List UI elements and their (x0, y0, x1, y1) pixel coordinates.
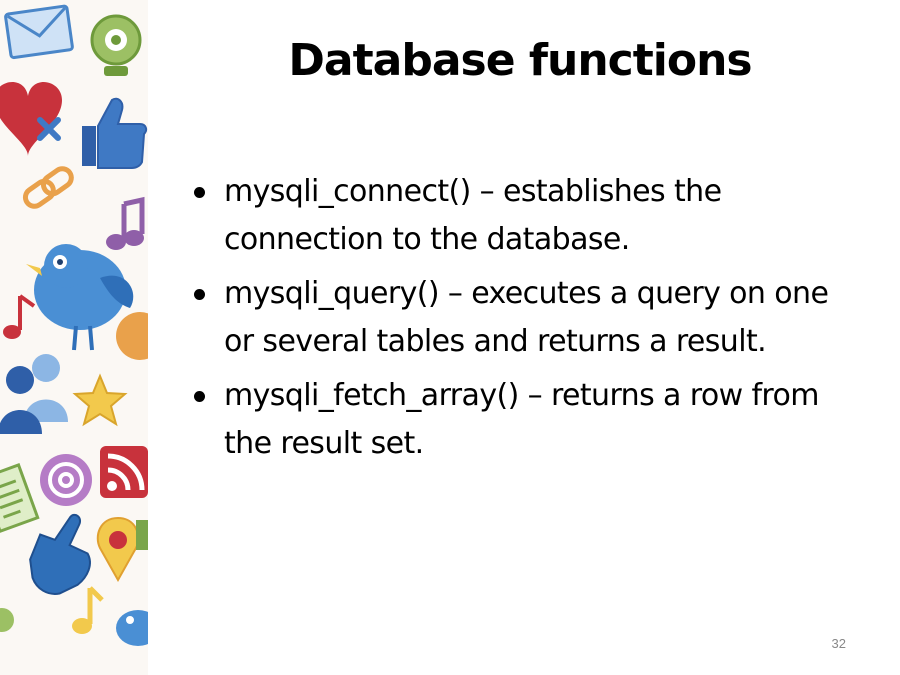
coin-icon (116, 312, 148, 360)
bullet-item: mysqli_fetch_array() – returns a row fro… (188, 372, 838, 468)
chain-link-icon (22, 166, 74, 209)
music-note-icon (106, 196, 145, 250)
rss-icon (100, 446, 148, 498)
bullet-icon (194, 289, 205, 300)
webcam-icon (90, 14, 142, 76)
bird-icon (116, 610, 148, 646)
page-number: 32 (831, 636, 846, 651)
document-icon (0, 463, 40, 534)
bullet-item: mysqli_connect() – establishes the conne… (188, 168, 838, 264)
bullet-item: mysqli_query() – executes a query on one… (188, 270, 838, 366)
music-note-icon (3, 294, 36, 339)
green-tile-decoration (136, 520, 148, 550)
envelope-icon (4, 4, 74, 60)
map-pin-icon (96, 516, 140, 583)
bird-icon (26, 244, 134, 351)
heart-icon (0, 82, 62, 156)
at-sign-icon (40, 454, 92, 506)
user-group-icon (0, 354, 68, 434)
icon-collage (0, 4, 148, 646)
thumbs-up-icon (82, 97, 148, 169)
slide-title: Database functions (288, 35, 752, 86)
decorative-icon-strip (0, 0, 148, 675)
music-note-icon (72, 586, 104, 634)
pointing-hand-icon (29, 513, 91, 595)
bullet-icon (194, 187, 205, 198)
bullet-list: mysqli_connect() – establishes the conne… (188, 168, 838, 474)
star-icon (72, 373, 128, 427)
bullet-text: mysqli_connect() – establishes the conne… (224, 174, 722, 257)
bullet-icon (194, 391, 205, 402)
bullet-text: mysqli_fetch_array() – returns a row fro… (224, 378, 819, 461)
green-dot-decoration (0, 608, 14, 632)
bullet-text: mysqli_query() – executes a query on one… (224, 276, 829, 359)
